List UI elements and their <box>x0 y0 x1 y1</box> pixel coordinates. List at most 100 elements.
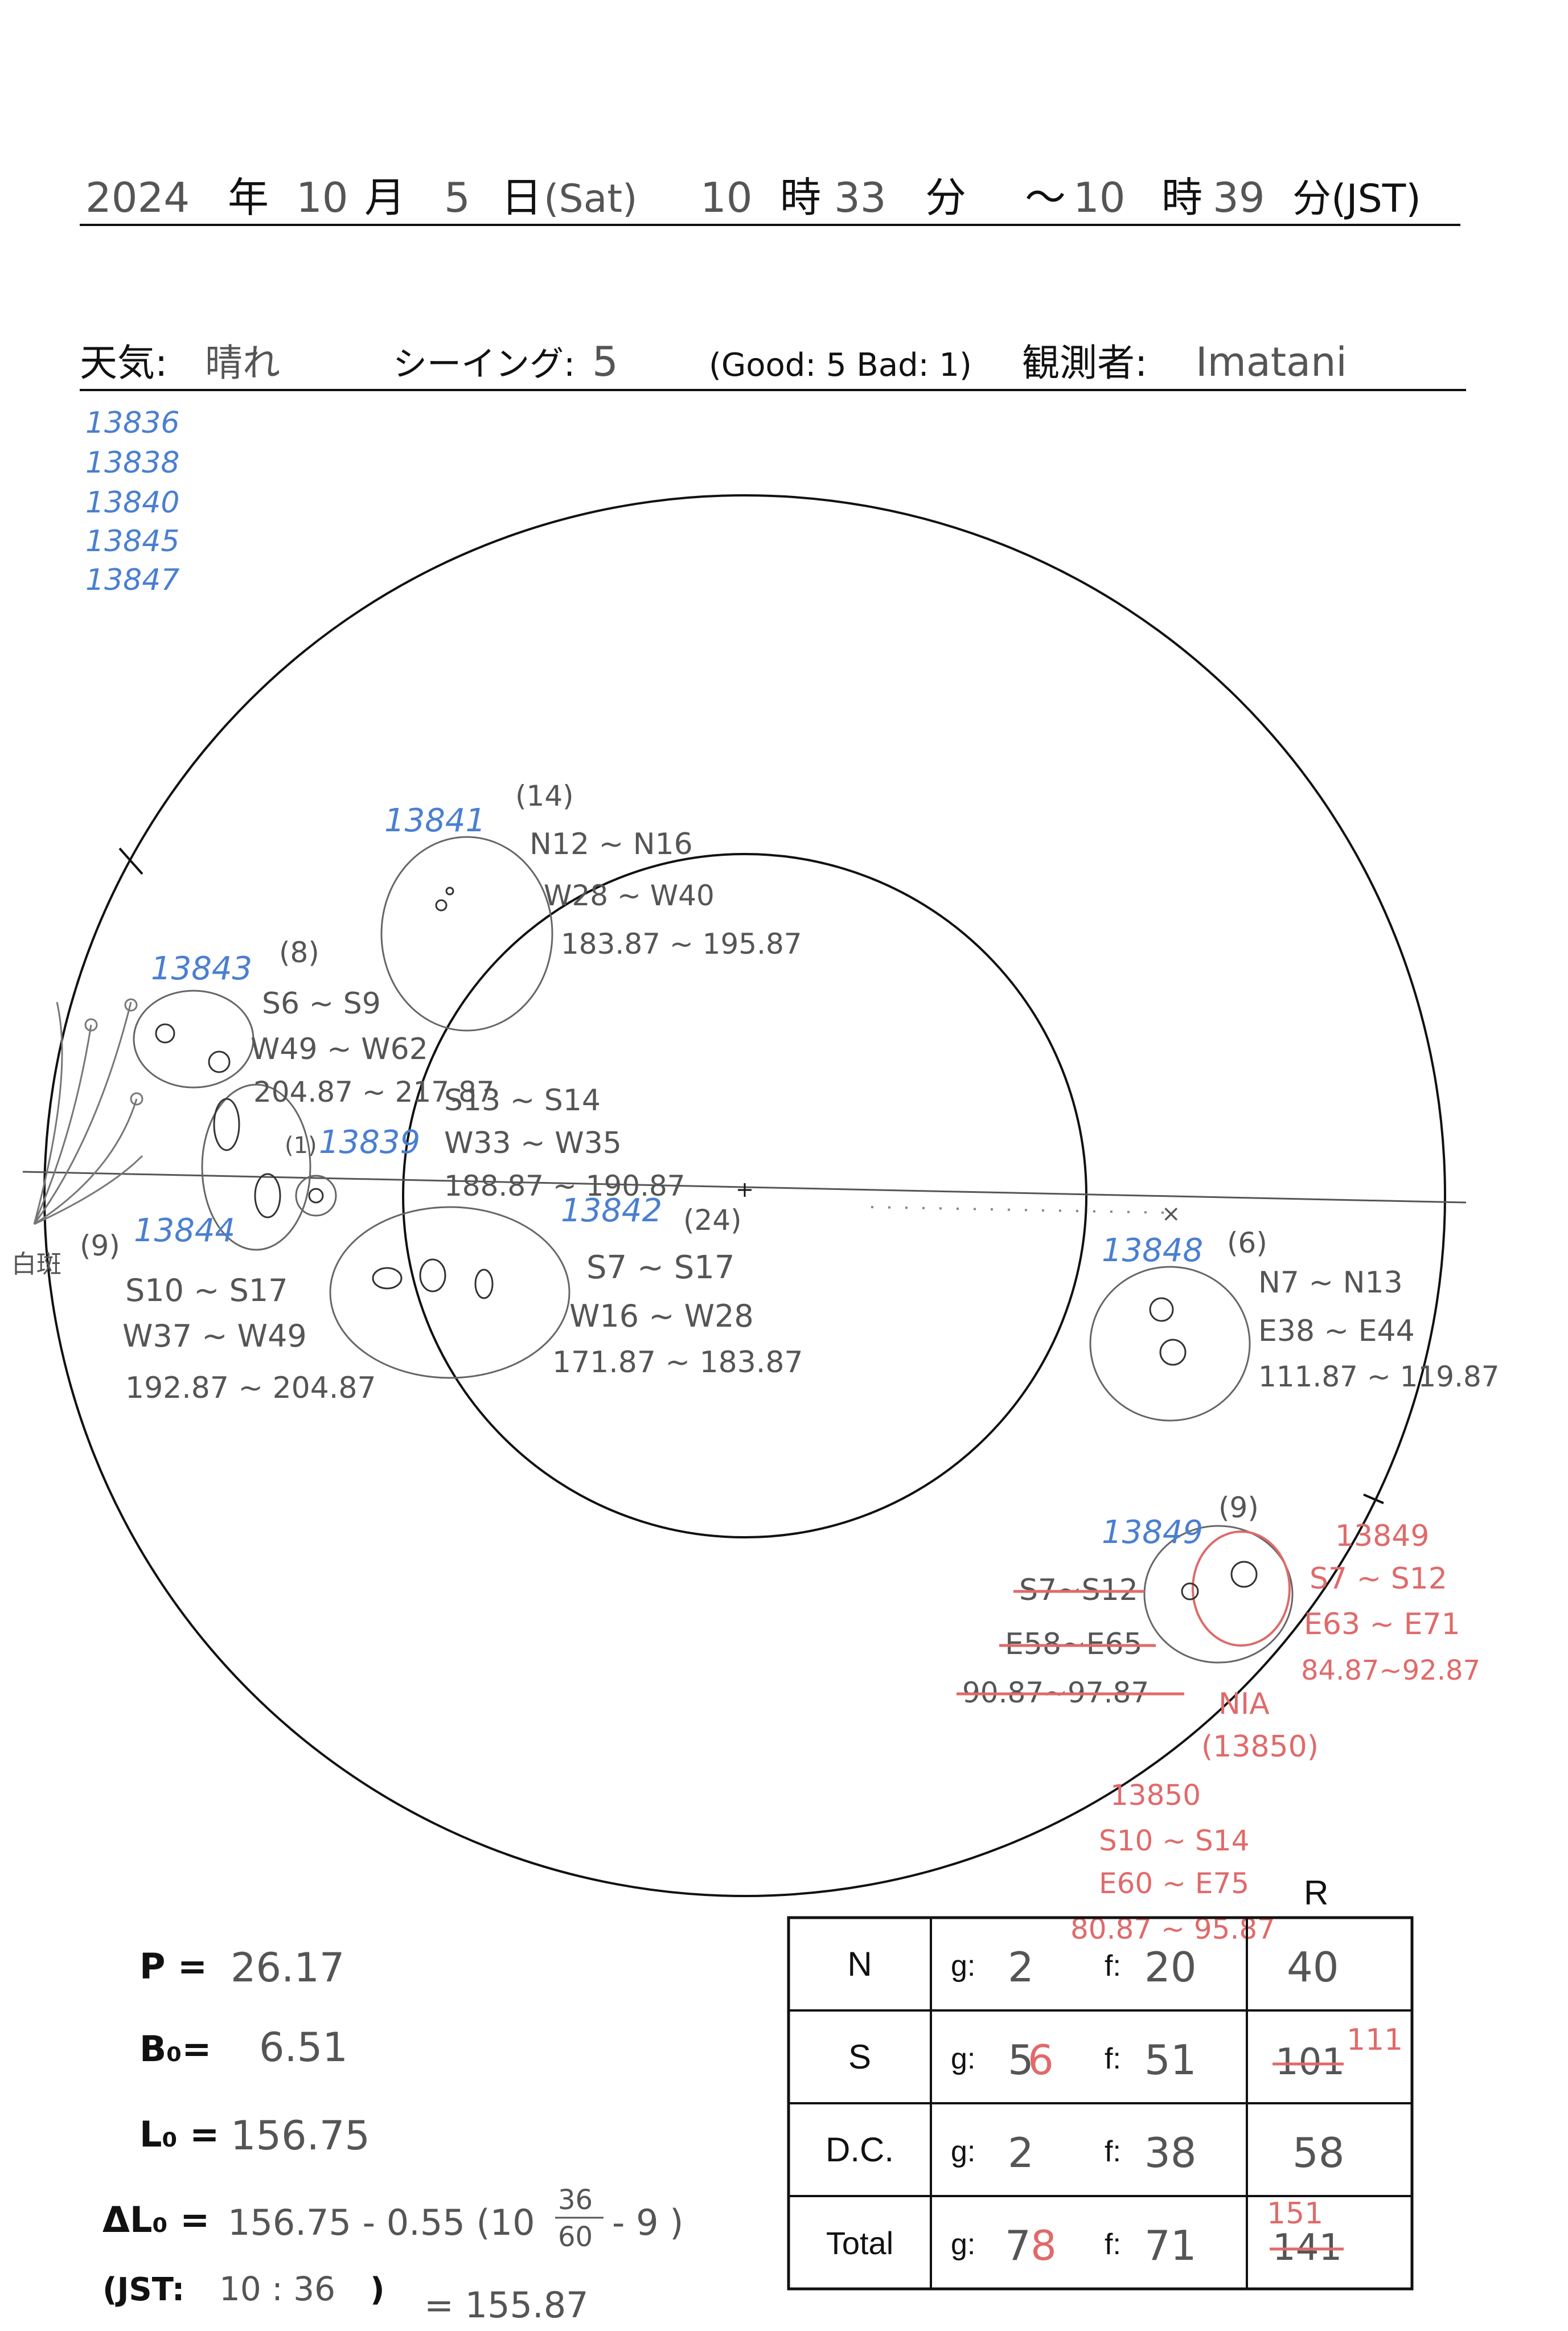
row-label: S <box>848 2038 871 2076</box>
g-value: 2 <box>1008 2129 1034 2177</box>
r-value-corrected: 111 <box>1347 2023 1403 2057</box>
g-label: g: <box>951 2135 975 2168</box>
sunspot-13841 <box>435 899 448 912</box>
r-column-header: R <box>1304 1874 1328 1912</box>
row-label: D.C. <box>826 2131 894 2169</box>
weather-value: 晴れ <box>205 341 280 385</box>
sunspot-13844 <box>213 1098 240 1151</box>
region-list-item: 13845 <box>85 524 179 559</box>
delta-l0-expression: 156.75 - 0.55 (10 <box>228 2202 535 2243</box>
day: 5 <box>444 174 470 221</box>
g-label: g: <box>951 1950 975 1983</box>
sunspot-13839 <box>308 1188 324 1204</box>
group-latitude: S10 ~ S17 <box>125 1273 288 1308</box>
region-list-item: 13840 <box>85 486 179 520</box>
group-latitude: N12 ~ N16 <box>529 827 693 861</box>
table-row-north: N g: 2 f: 20 40 <box>847 1943 1339 1991</box>
header-date-row: 2024 年 10 月 5 日 (Sat) 10 時 33 分 ～ 10 時 3… <box>80 174 1460 226</box>
facula-dot <box>130 1092 143 1106</box>
group-latitude: S13 ~ S14 <box>444 1084 601 1118</box>
r-value: 40 <box>1287 1943 1339 1991</box>
jst-value: 10 : 36 <box>219 2270 335 2308</box>
seeing-value: 5 <box>592 338 618 385</box>
observer-label: 観測者: <box>1022 341 1147 385</box>
day-unit: 日 <box>501 174 542 221</box>
g-label: g: <box>951 2228 975 2261</box>
region-number-list: 13836 13838 13840 13845 13847 <box>85 406 179 597</box>
region-list-item: 13836 <box>85 406 179 440</box>
red-id: 13850 <box>1110 1779 1201 1812</box>
red-correction-13850: NIA (13850) 13850 S10 ~ S14 E60 ~ E75 80… <box>1070 1687 1319 1946</box>
year: 2024 <box>85 174 190 221</box>
nia-number: (13850) <box>1201 1730 1319 1764</box>
group-carrington: 188.87 ~ 190.87 <box>444 1169 686 1203</box>
delta-l0-expression-end: - 9 ) <box>612 2202 683 2243</box>
group-13849-label: 13849 (9) S7~S12 E58~E65 90.87~97.87 <box>957 1491 1259 1709</box>
rotation-tick-nw <box>118 847 143 875</box>
sunspot-13849 <box>1230 1561 1258 1588</box>
red-carrington: 84.87~92.87 <box>1301 1655 1480 1686</box>
group-outline-13843 <box>133 990 255 1089</box>
start-hour: 10 <box>700 174 753 221</box>
solar-disk-drawing: × 白斑 <box>11 494 1467 1897</box>
group-outline-13842 <box>329 1206 570 1379</box>
facula-dot <box>84 1018 98 1032</box>
group-13841-label: 13841 (14) N12 ~ N16 W28 ~ W40 183.87 ~ … <box>384 779 802 961</box>
red-correction-13849: 13849 S7 ~ S12 E63 ~ E71 84.87~92.87 <box>1301 1519 1480 1686</box>
group-count: (9) <box>1218 1491 1259 1524</box>
group-count: (24) <box>683 1204 742 1237</box>
f-value: 71 <box>1144 2222 1197 2270</box>
seeing-label: シーイング: <box>393 344 575 384</box>
f-label: f: <box>1105 2135 1121 2168</box>
dotted-mark: × <box>1161 1201 1181 1227</box>
ephemeris-parameters: P = 26.17 B₀= 6.51 L₀ = 156.75 ΔL₀ = 156… <box>102 1944 683 2326</box>
group-count: (6) <box>1227 1226 1267 1259</box>
start-minute: 33 <box>834 174 886 221</box>
r-value-original: 101 <box>1275 2041 1345 2083</box>
sunspot-13849 <box>1181 1582 1199 1600</box>
count-table: R N g: 2 f: 20 40 S g: 5 6 f: 51 101 111 <box>787 1874 1414 2291</box>
sunspot-13841 <box>445 887 454 896</box>
sunspot-13842 <box>419 1258 446 1292</box>
end-hour: 10 <box>1073 174 1126 221</box>
group-id: 13848 <box>1102 1232 1203 1269</box>
row-label: N <box>847 1945 872 1983</box>
end-hour-unit: 時 <box>1161 174 1202 221</box>
weekday: (Sat) <box>544 177 638 221</box>
f-label: f: <box>1105 2228 1121 2261</box>
faculae-label: 白斑 <box>11 1250 61 1279</box>
region-list-item: 13847 <box>85 563 179 597</box>
group-carrington: 204.87 ~ 217.87 <box>253 1076 495 1109</box>
sunspot-13843 <box>208 1050 231 1073</box>
group-id: 13839 <box>319 1124 420 1161</box>
group-outline-13839 <box>295 1175 337 1217</box>
group-id: 13843 <box>151 950 252 987</box>
fraction-numerator: 36 <box>558 2184 593 2216</box>
group-13844-label: (9) 13844 S10 ~ S17 W37 ~ W49 192.87 ~ 2… <box>80 1212 376 1405</box>
red-latitude: S10 ~ S14 <box>1099 1824 1249 1857</box>
f-label: f: <box>1105 2042 1121 2075</box>
group-count: (14) <box>515 779 574 812</box>
minute-unit: 分 <box>925 174 966 221</box>
g-label: g: <box>951 2042 975 2075</box>
rotation-tick-se <box>1363 1493 1384 1504</box>
group-13843-label: 13843 (8) S6 ~ S9 W49 ~ W62 204.87 ~ 217… <box>151 936 495 1109</box>
group-id: 13849 <box>1102 1514 1203 1551</box>
hour-unit: 時 <box>780 174 821 221</box>
group-longitude: W28 ~ W40 <box>544 879 715 912</box>
end-minute-unit: 分(JST) <box>1292 177 1421 221</box>
r-value-corrected: 151 <box>1267 2197 1323 2231</box>
group-outline-13841 <box>380 836 553 1032</box>
observer-value: Imatani <box>1196 339 1347 385</box>
sunspot-13844 <box>254 1173 281 1218</box>
group-latitude: N7 ~ N13 <box>1258 1266 1403 1300</box>
group-outline-13849 <box>1143 1525 1294 1664</box>
group-longitude: E38 ~ E44 <box>1258 1314 1415 1348</box>
delta-l0-label: ΔL₀ = <box>102 2199 210 2240</box>
r-value: 58 <box>1292 2129 1345 2177</box>
group-count: (8) <box>279 936 319 969</box>
month: 10 <box>296 174 348 221</box>
g-value-original: 7 <box>1005 2222 1031 2270</box>
